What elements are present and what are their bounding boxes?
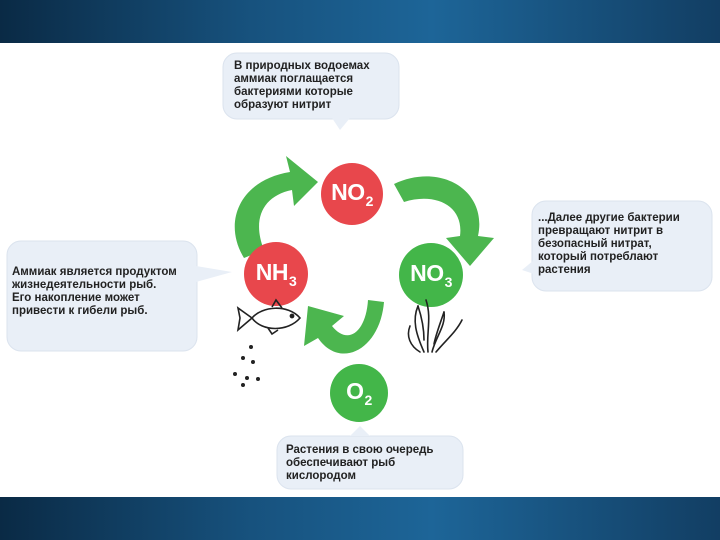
bubble-right-text: ...Далее другие бактерии превращают нитр… — [538, 212, 680, 276]
arrow-no3-to-nh3 — [304, 300, 384, 354]
node-no3-subscript: 3 — [444, 274, 453, 290]
node-no2-symbol: NO — [331, 179, 365, 205]
bottom-band — [0, 497, 720, 540]
bubble-top-text: В природных водоемах аммиак поглащается … — [234, 60, 370, 111]
bubble-bottom-text: Растения в свою очередь обеспечивают рыб… — [286, 444, 434, 482]
node-no2: NO2 — [321, 163, 383, 225]
node-no2-subscript: 2 — [365, 193, 374, 209]
water-plant-icon — [407, 299, 463, 353]
node-nh3-subscript: 3 — [288, 273, 297, 289]
node-nh3-symbol: NH — [255, 259, 289, 285]
top-band — [0, 0, 720, 43]
node-o2-symbol: O — [346, 378, 364, 404]
waste-dots-icon — [233, 345, 260, 387]
bubble-top: В природных водоемах аммиак поглащается … — [222, 52, 400, 130]
bubble-left-text: Аммиак является продуктом жизнедеятельно… — [12, 266, 177, 317]
node-o2-subscript: 2 — [364, 392, 373, 408]
fish-icon — [236, 298, 302, 336]
node-nh3: NH3 — [244, 242, 308, 306]
node-o2: O2 — [330, 364, 388, 422]
node-no3: NO3 — [399, 243, 463, 307]
arrow-nh3-to-no2 — [234, 156, 318, 258]
bubble-bottom: Растения в свою очередь обеспечивают рыб… — [276, 426, 464, 490]
node-no3-symbol: NO — [410, 260, 444, 286]
bubble-right: ...Далее другие бактерии превращают нитр… — [522, 200, 714, 292]
bubble-left: Аммиак является продуктом жизнедеятельно… — [6, 240, 232, 352]
arrow-no2-to-no3 — [394, 176, 494, 266]
